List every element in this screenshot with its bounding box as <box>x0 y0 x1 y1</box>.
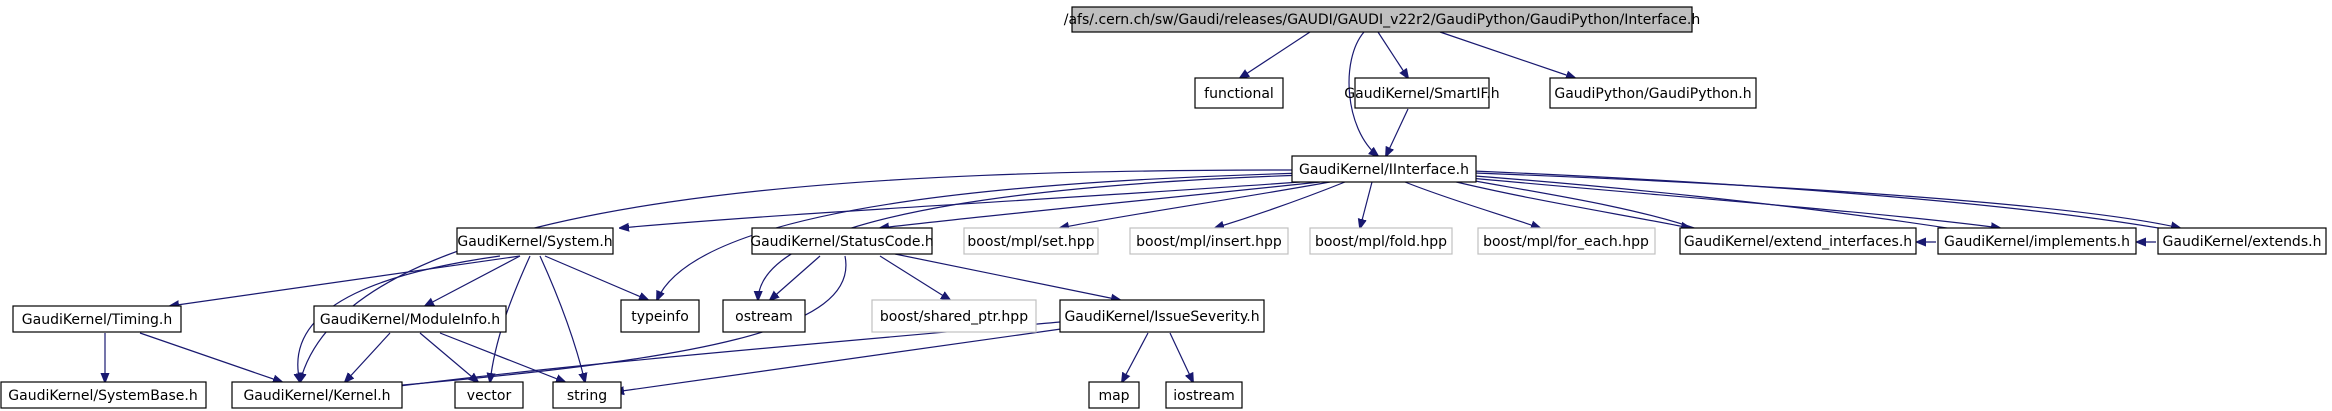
node-kernel[interactable]: GaudiKernel/Kernel.h <box>231 381 403 409</box>
node-label: boost/mpl/for_each.hpp <box>1483 234 1649 250</box>
node-extendinterfaces[interactable]: GaudiKernel/extend_interfaces.h <box>1679 227 1917 255</box>
node-label: boost/shared_ptr.hpp <box>880 309 1028 325</box>
node-label: GaudiKernel/Timing.h <box>22 312 172 328</box>
edge-iinterface-mplset <box>1060 181 1331 228</box>
edge-iinterface-extends <box>1447 171 2180 228</box>
node-label: GaudiKernel/SmartIF.h <box>1344 86 1499 102</box>
node-iostream[interactable]: iostream <box>1165 381 1243 409</box>
node-mplforeach[interactable]: boost/mpl/for_each.hpp <box>1477 227 1656 255</box>
edge-extends-iinterface <box>1448 170 2171 231</box>
edge-root-functional <box>1240 31 1311 78</box>
edge-system-kernel <box>298 255 501 382</box>
edge-moduleinfo-kernel <box>345 332 391 382</box>
edge-moduleinfo-string <box>439 332 565 382</box>
edge-issueseverity-iostream <box>1169 332 1193 382</box>
edge-timing-kernel <box>139 332 282 382</box>
edge-iinterface-mplforeach <box>1404 181 1540 228</box>
node-implements[interactable]: GaudiKernel/implements.h <box>1937 227 2137 255</box>
edge-implements-iinterface <box>1448 174 1961 231</box>
node-iinterface[interactable]: GaudiKernel/IInterface.h <box>1291 155 1477 183</box>
node-label: GaudiKernel/IInterface.h <box>1299 162 1469 178</box>
edge-issueseverity-map <box>1122 332 1149 382</box>
node-label: GaudiKernel/extends.h <box>2163 234 2322 250</box>
edge-issueseverity-string <box>615 326 1076 392</box>
node-string[interactable]: string <box>552 381 622 409</box>
node-statuscode[interactable]: GaudiKernel/StatusCode.h <box>750 227 934 255</box>
node-sharedptr[interactable]: boost/shared_ptr.hpp <box>871 299 1037 333</box>
edge-statuscode-ostream <box>770 255 821 300</box>
node-root[interactable]: /afs/.cern.ch/sw/Gaudi/releases/GAUDI/GA… <box>1064 6 1700 33</box>
node-label: /afs/.cern.ch/sw/Gaudi/releases/GAUDI/GA… <box>1064 12 1700 28</box>
node-label: GaudiKernel/Kernel.h <box>243 388 390 404</box>
edges <box>105 31 2180 392</box>
node-systembase[interactable]: GaudiKernel/SystemBase.h <box>0 381 207 409</box>
node-label: GaudiKernel/System.h <box>457 234 612 250</box>
node-label: GaudiKernel/StatusCode.h <box>750 234 934 250</box>
node-typeinfo[interactable]: typeinfo <box>620 299 700 333</box>
node-vector[interactable]: vector <box>454 381 524 409</box>
edge-statuscode-sharedptr <box>879 255 950 300</box>
edge-system-typeinfo <box>544 255 648 300</box>
node-label: boost/mpl/insert.hpp <box>1136 234 1282 250</box>
edge-root-iinterface <box>1348 31 1378 156</box>
edge-smartif-iinterface <box>1386 108 1409 156</box>
node-label: GaudiKernel/IssueSeverity.h <box>1064 309 1259 325</box>
edge-root-gaudipython <box>1439 31 1575 78</box>
node-label: iostream <box>1173 388 1235 404</box>
node-label: ostream <box>735 309 793 325</box>
node-label: boost/mpl/fold.hpp <box>1315 234 1447 250</box>
edge-iinterface-ostream <box>758 174 1306 300</box>
node-smartif[interactable]: GaudiKernel/SmartIF.h <box>1344 77 1500 109</box>
edge-moduleinfo-vector <box>419 332 478 382</box>
node-ostream[interactable]: ostream <box>722 299 806 333</box>
edge-iinterface-mplfold <box>1360 181 1373 228</box>
node-label: vector <box>467 388 512 404</box>
node-label: functional <box>1204 86 1274 102</box>
edge-statuscode-kernel <box>368 255 847 388</box>
node-label: boost/mpl/set.hpp <box>967 234 1094 250</box>
node-mplinsert[interactable]: boost/mpl/insert.hpp <box>1129 227 1289 255</box>
node-label: typeinfo <box>631 309 689 325</box>
node-label: GaudiKernel/ModuleInfo.h <box>320 312 500 328</box>
node-mplset[interactable]: boost/mpl/set.hpp <box>963 227 1099 255</box>
node-system[interactable]: GaudiKernel/System.h <box>456 227 614 255</box>
edge-iinterface-extendinterfaces <box>1447 179 1690 228</box>
node-label: GaudiKernel/SystemBase.h <box>8 388 197 404</box>
node-issueseverity[interactable]: GaudiKernel/IssueSeverity.h <box>1059 299 1265 333</box>
edge-statuscode-issueseverity <box>894 253 1120 300</box>
node-extends[interactable]: GaudiKernel/extends.h <box>2157 227 2327 255</box>
edge-system-string <box>539 255 585 382</box>
edge-iinterface-mplinsert <box>1215 181 1346 228</box>
node-moduleinfo[interactable]: GaudiKernel/ModuleInfo.h <box>313 305 507 333</box>
edge-iinterface-typeinfo <box>657 172 1306 300</box>
edge-iinterface-statuscode <box>880 181 1321 228</box>
node-gaudipython[interactable]: GaudiPython/GaudiPython.h <box>1549 77 1757 109</box>
edge-iinterface-kernel <box>300 169 1301 382</box>
edge-system-moduleinfo <box>425 255 521 306</box>
edge-extendinterfaces-iinterface <box>1448 176 1701 231</box>
nodes: /afs/.cern.ch/sw/Gaudi/releases/GAUDI/GA… <box>0 6 2327 409</box>
edge-system-timing <box>170 255 521 306</box>
node-label: GaudiKernel/extend_interfaces.h <box>1684 234 1912 250</box>
node-timing[interactable]: GaudiKernel/Timing.h <box>12 305 182 333</box>
node-label: GaudiKernel/implements.h <box>1944 234 2130 250</box>
edge-iinterface-system <box>620 181 1301 228</box>
node-mplfold[interactable]: boost/mpl/fold.hpp <box>1309 227 1453 255</box>
node-label: string <box>567 388 607 404</box>
edge-root-smartif <box>1377 31 1408 78</box>
node-label: map <box>1098 388 1129 404</box>
node-map[interactable]: map <box>1088 381 1140 409</box>
node-functional[interactable]: functional <box>1194 77 1284 109</box>
node-label: GaudiPython/GaudiPython.h <box>1554 86 1751 102</box>
